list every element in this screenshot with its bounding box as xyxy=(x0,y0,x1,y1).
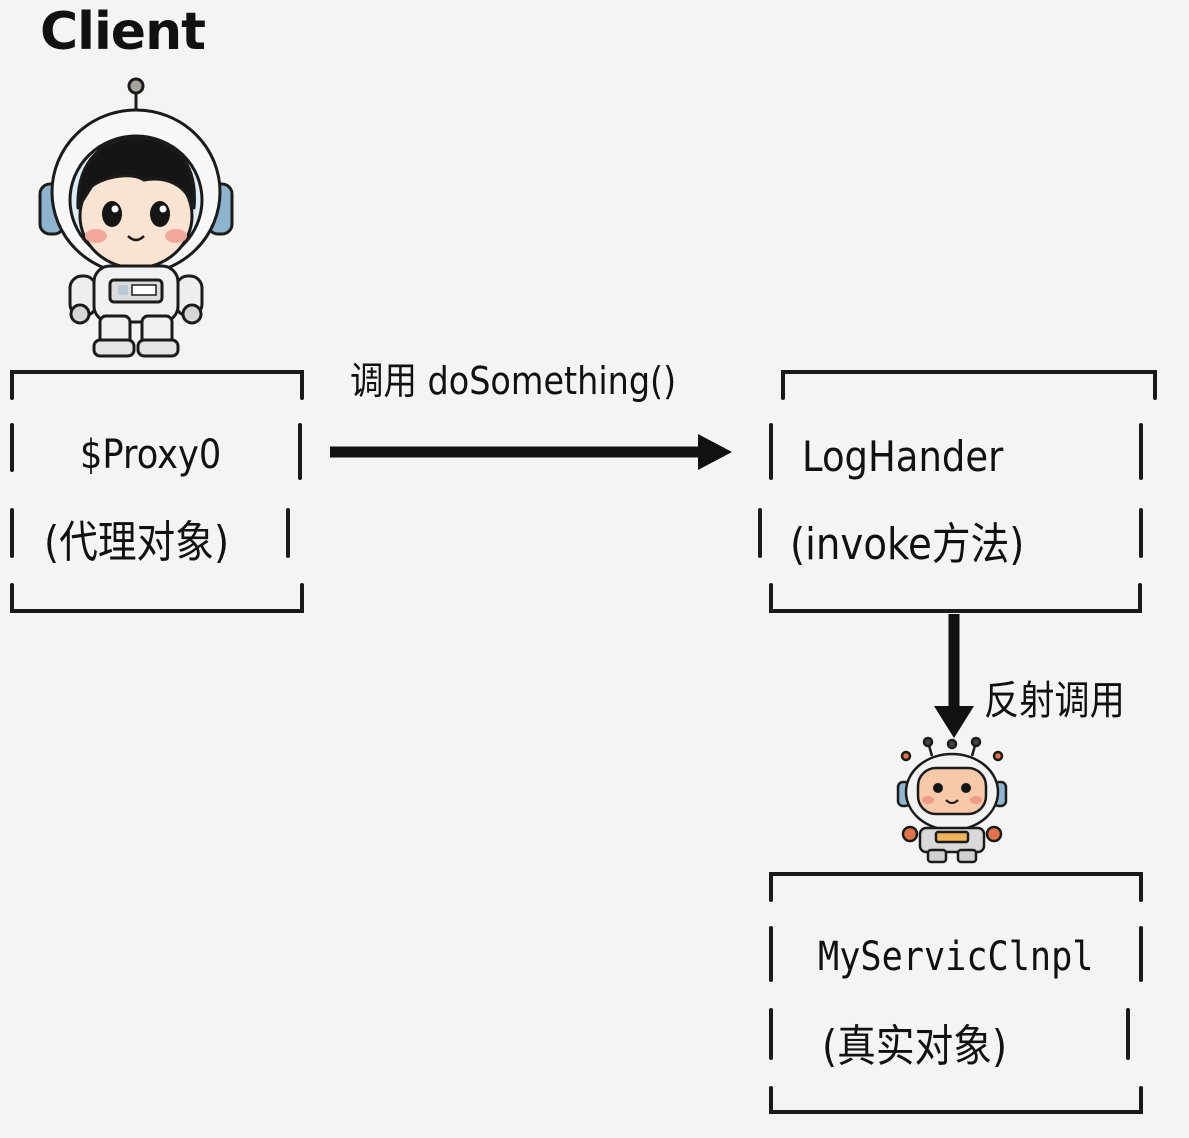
real-name: MyServicClnpl xyxy=(818,934,1094,980)
call-arrow xyxy=(330,434,732,470)
reflect-arrow xyxy=(934,614,974,738)
call-label: 调用 doSomething() xyxy=(350,359,677,403)
handler-box xyxy=(758,370,1157,613)
real-box xyxy=(769,872,1143,1114)
reflect-label: 反射调用 xyxy=(984,678,1125,724)
handler-name: LogHander xyxy=(802,432,1004,481)
astronaut-icon xyxy=(38,77,234,358)
proxy-box xyxy=(10,370,304,613)
diagram-title: Client xyxy=(40,2,206,62)
real-desc: (真实对象) xyxy=(822,1021,1008,1072)
proxy-name: $Proxy0 xyxy=(80,432,222,478)
proxy-desc: (代理对象) xyxy=(44,517,230,568)
robot-icon xyxy=(896,736,1008,864)
handler-desc: (invoke方法) xyxy=(790,519,1025,570)
